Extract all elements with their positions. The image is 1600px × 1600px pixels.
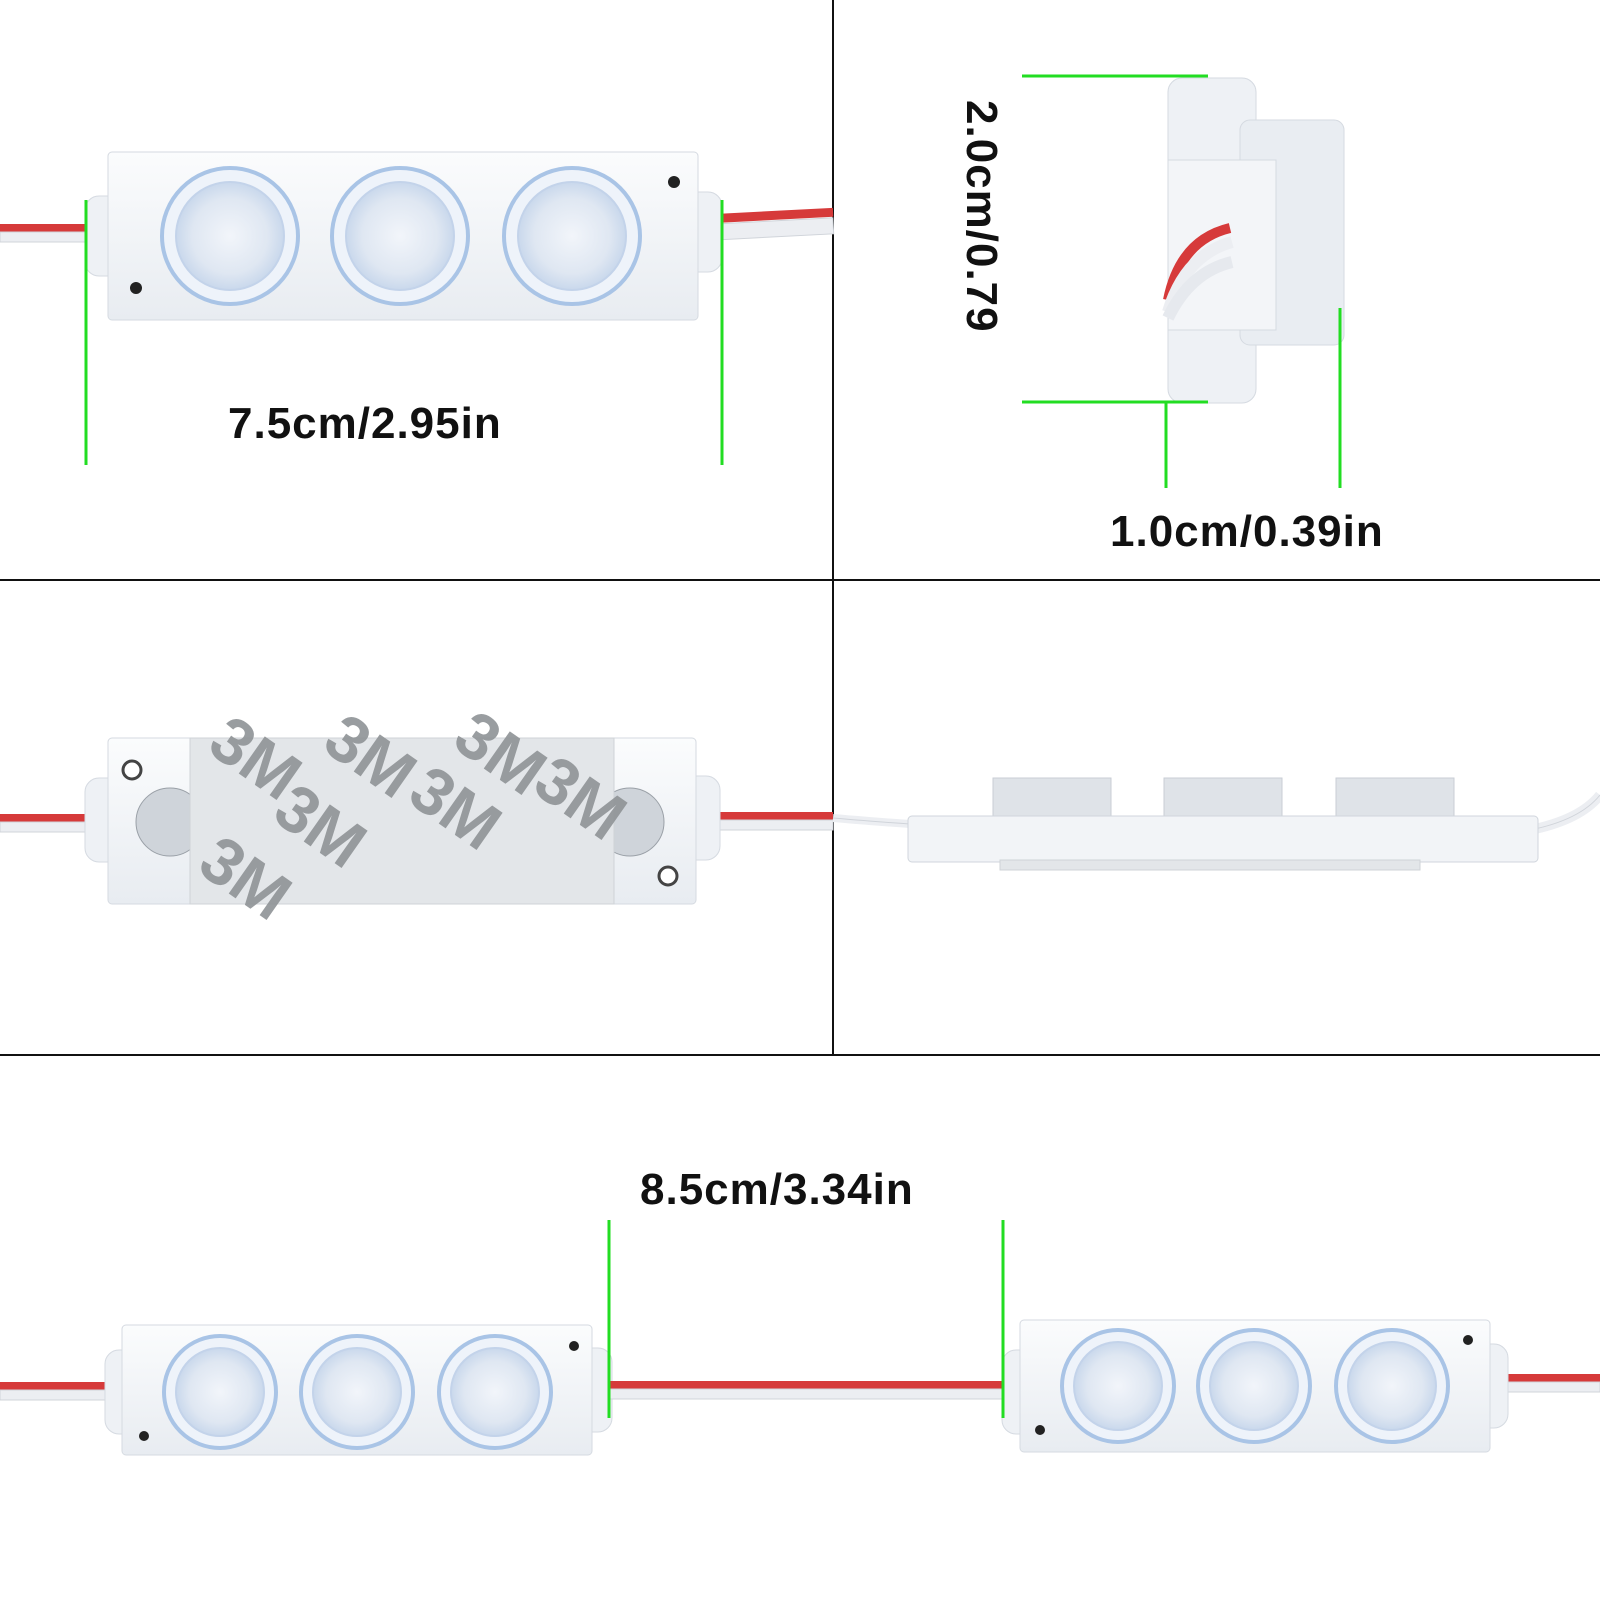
front-view-module	[0, 151, 835, 321]
edge-wire-right	[1529, 791, 1600, 835]
screw-hole	[1463, 1335, 1473, 1345]
edge-tape	[999, 859, 1421, 871]
depth-dimension-lines	[1164, 308, 1342, 488]
back-view-module	[0, 737, 834, 905]
led-lens	[1196, 1328, 1312, 1444]
linked-module-right	[1001, 1319, 1600, 1453]
height-dimension-label: 2.0cm/0.79	[957, 100, 1006, 333]
screw-hole	[569, 1341, 579, 1351]
wire-right	[714, 207, 835, 241]
screw-hole	[657, 865, 679, 887]
screw-hole	[1035, 1425, 1045, 1435]
edge-lens-block	[1335, 777, 1455, 819]
screw-hole	[139, 1431, 149, 1441]
edge-view-module	[832, 777, 1600, 871]
screw-hole	[121, 759, 143, 781]
spacing-dimension-label: 8.5cm/3.34in	[640, 1165, 914, 1214]
led-lens	[437, 1334, 553, 1450]
led-lens	[330, 166, 470, 306]
side-view-module	[1162, 77, 1345, 404]
width-dimension-label: 7.5cm/2.95in	[228, 399, 502, 448]
led-lens	[1334, 1328, 1450, 1444]
led-lens	[299, 1334, 415, 1450]
height-dimension-lines	[1022, 74, 1208, 404]
depth-dimension-label: 1.0cm/0.39in	[1110, 507, 1384, 556]
linking-wire	[609, 1381, 1005, 1400]
edge-lens-block	[1163, 777, 1283, 819]
linked-module-left	[0, 1324, 613, 1456]
width-dimension-lines	[84, 200, 724, 465]
adhesive-tape	[189, 737, 615, 905]
led-lens	[162, 1334, 278, 1450]
grid-dividers	[0, 0, 1600, 1056]
edge-lens-block	[992, 777, 1112, 819]
led-lens	[160, 166, 300, 306]
spacing-dimension-lines	[607, 1220, 1005, 1418]
screw-hole	[130, 282, 142, 294]
led-lens	[1060, 1328, 1176, 1444]
edge-body	[907, 815, 1539, 863]
screw-hole	[668, 176, 680, 188]
led-lens	[502, 166, 642, 306]
